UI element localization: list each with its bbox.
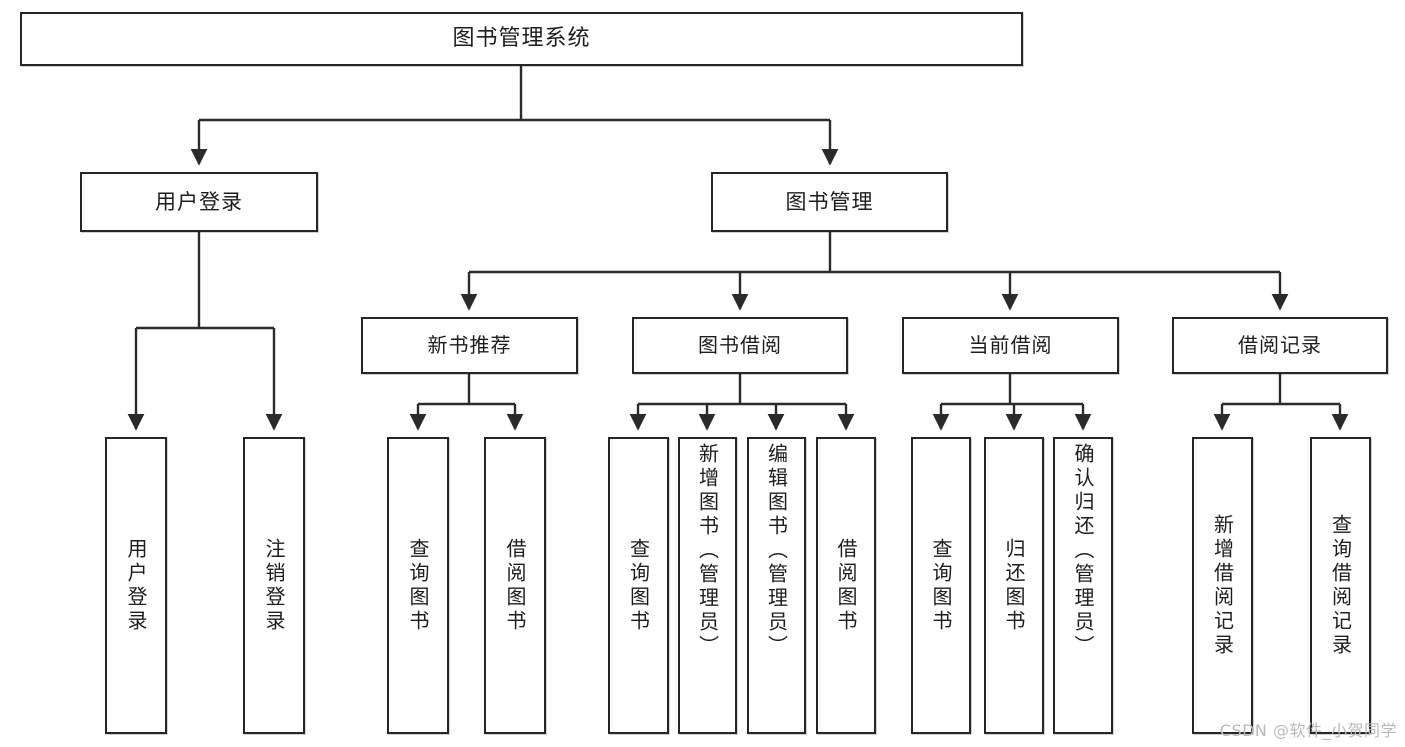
csdn-watermark: CSDN @软件_小贺同学 — [1219, 721, 1397, 740]
node-book-borrow-label: 图书借阅 — [698, 333, 782, 357]
node-leaf-query-record-label: 查询借阅记录 — [1328, 513, 1353, 658]
node-book-manage-label: 图书管理 — [785, 189, 874, 214]
node-user-login[interactable]: 用户登录 — [80, 172, 318, 232]
node-leaf-add-book[interactable]: 新增图书（管理员） — [678, 437, 737, 734]
node-leaf-confirm-return[interactable]: 确认归还（管理员） — [1053, 437, 1113, 734]
node-leaf-borrow-book-rec[interactable]: 借阅图书 — [484, 437, 546, 734]
node-leaf-user-login-label: 用户登录 — [124, 537, 148, 634]
node-leaf-query-book-rec[interactable]: 查询图书 — [387, 437, 449, 734]
node-borrow-record[interactable]: 借阅记录 — [1172, 317, 1388, 374]
node-new-book-rec-label: 新书推荐 — [427, 333, 512, 357]
node-user-login-label: 用户登录 — [155, 189, 243, 214]
node-leaf-add-record[interactable]: 新增借阅记录 — [1192, 437, 1253, 734]
node-new-book-rec[interactable]: 新书推荐 — [361, 317, 578, 374]
node-leaf-query-book-cb[interactable]: 查询图书 — [911, 437, 971, 734]
node-borrow-record-label: 借阅记录 — [1238, 333, 1322, 357]
node-book-borrow[interactable]: 图书借阅 — [632, 317, 848, 374]
node-leaf-confirm-return-label: 确认归还（管理员） — [1071, 443, 1095, 659]
node-leaf-query-book-bw-label: 查询图书 — [626, 537, 651, 634]
node-book-manage[interactable]: 图书管理 — [711, 172, 948, 232]
node-leaf-return-book-label: 归还图书 — [1002, 537, 1026, 634]
node-root-label: 图书管理系统 — [452, 26, 591, 52]
node-leaf-edit-book[interactable]: 编辑图书（管理员） — [747, 437, 806, 734]
node-leaf-logout-login-label: 注销登录 — [262, 537, 286, 634]
node-current-borrow[interactable]: 当前借阅 — [902, 317, 1119, 374]
node-leaf-query-book-cb-label: 查询图书 — [929, 537, 953, 634]
node-leaf-query-book-bw[interactable]: 查询图书 — [608, 437, 669, 734]
node-leaf-borrow-book-bw[interactable]: 借阅图书 — [816, 437, 876, 734]
node-leaf-logout-login[interactable]: 注销登录 — [243, 437, 305, 734]
node-leaf-edit-book-label: 编辑图书（管理员） — [764, 443, 789, 659]
node-current-borrow-label: 当前借阅 — [968, 333, 1053, 357]
node-leaf-borrow-book-bw-label: 借阅图书 — [834, 537, 858, 634]
node-leaf-add-record-label: 新增借阅记录 — [1210, 513, 1235, 658]
node-root[interactable]: 图书管理系统 — [20, 12, 1023, 66]
node-leaf-query-record[interactable]: 查询借阅记录 — [1310, 437, 1371, 734]
node-leaf-user-login[interactable]: 用户登录 — [105, 437, 167, 734]
node-leaf-return-book[interactable]: 归还图书 — [984, 437, 1044, 734]
node-leaf-borrow-book-rec-label: 借阅图书 — [503, 537, 527, 634]
node-leaf-query-book-rec-label: 查询图书 — [406, 537, 430, 634]
node-leaf-add-book-label: 新增图书（管理员） — [695, 443, 720, 659]
